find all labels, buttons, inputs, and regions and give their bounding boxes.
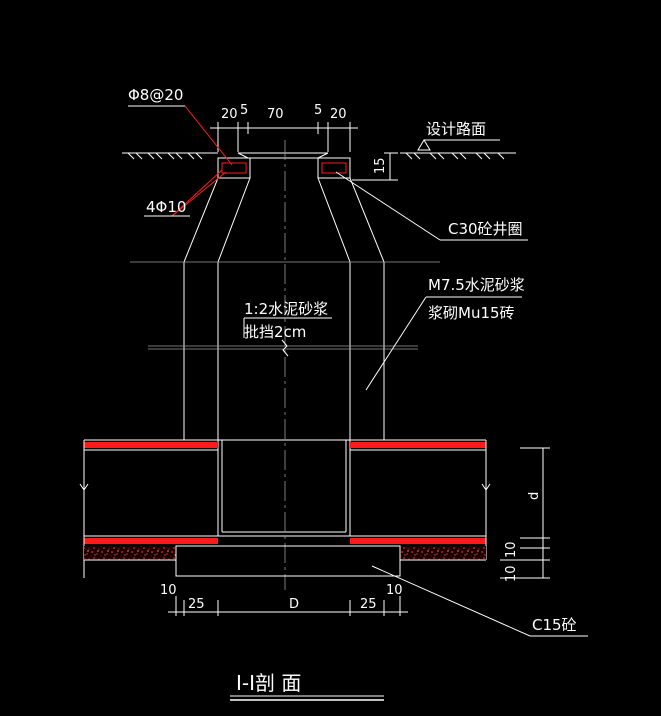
dim-right-10-b: 10 <box>504 565 519 582</box>
label-m75-mortar: M7.5水泥砂浆 <box>428 276 525 294</box>
dim-ring-height <box>352 152 398 181</box>
section-title: I-I剖 面 <box>236 671 301 695</box>
label-plaster-2cm: 批挡2cm <box>244 323 306 341</box>
label-c15: C15砼 <box>532 616 577 634</box>
leader-lines <box>128 105 588 637</box>
dim-top-20-right: 20 <box>330 107 347 122</box>
dim-bottom-25-right: 25 <box>360 597 377 612</box>
dim-right <box>500 447 550 579</box>
dim-bottom <box>168 596 408 616</box>
label-c30-ring: C30砼井圈 <box>448 220 523 238</box>
inner-shaft <box>217 262 351 537</box>
label-mortar-1-2: 1:2水泥砂浆 <box>244 300 328 318</box>
c15-base <box>84 545 486 577</box>
dim-top-5-left: 5 <box>240 103 248 118</box>
level-lines <box>130 261 440 357</box>
dim-bottom-25-left: 25 <box>188 597 205 612</box>
dim-top-70: 70 <box>267 107 284 122</box>
dim-bottom-10-right: 10 <box>386 583 403 598</box>
dim-bottom-D: D <box>289 597 299 612</box>
dim-top <box>210 122 358 152</box>
dim-top-5-right: 5 <box>314 103 322 118</box>
dim-right-10-a: 10 <box>504 541 519 558</box>
label-road-surface: 设计路面 <box>426 120 486 138</box>
cone-wall-left <box>183 177 251 441</box>
dim-d: d <box>527 492 542 500</box>
label-mu15-brick: 浆砌Mu15砖 <box>428 304 515 322</box>
pipe-section <box>79 439 491 578</box>
c30-ring-right <box>317 157 351 179</box>
dim-top-20-left: 20 <box>221 107 238 122</box>
manhole-cover <box>237 152 329 159</box>
label-phi10: 4Φ10 <box>146 198 186 216</box>
ground-line <box>122 152 516 160</box>
dim-ring-15: 15 <box>373 157 388 174</box>
label-phi8: Φ8@20 <box>128 86 183 104</box>
dim-bottom-10-left: 10 <box>160 583 177 598</box>
